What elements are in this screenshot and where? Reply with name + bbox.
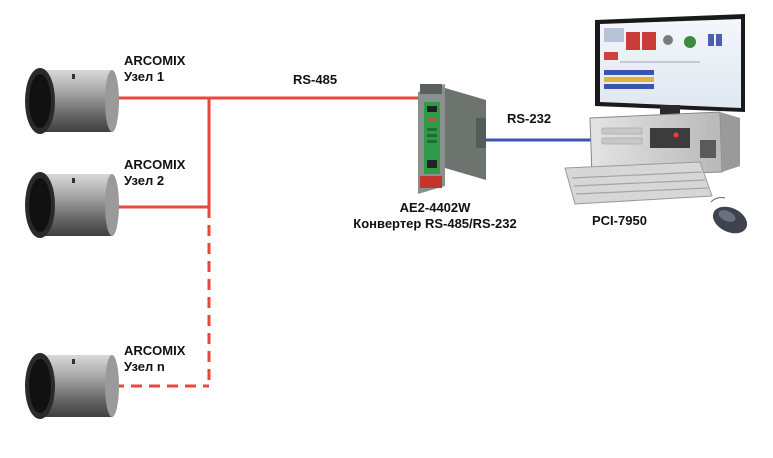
node-n-name: ARCOMIX [124,343,186,358]
converter-model: AE2-4402W [399,200,471,215]
rs485-label: RS-485 [293,72,338,87]
sensor-cylinder-icon [25,353,119,419]
node-n-label: ARCOMIX Узел n [124,343,185,375]
converter-desc: Конвертер RS-485/RS-232 [353,216,517,231]
desktop-computer-icon [589,14,745,177]
keyboard-icon [564,161,713,205]
node-2-sub: Узел 2 [124,173,165,188]
sensor-cylinder-icon [25,68,119,134]
computer-label: PCI-7950 [592,213,647,228]
node-1-name: ARCOMIX [124,53,186,68]
rs485-bus [113,96,424,388]
node-2-name: ARCOMIX [124,157,186,172]
din-rail-converter-icon [418,84,486,194]
converter-label: AE2-4402W Конвертер RS-485/RS-232 [330,200,540,232]
node-1-label: ARCOMIX Узел 1 [124,53,185,85]
mouse-icon [710,197,748,234]
node-n-sub: Узел n [124,359,165,374]
rs232-label: RS-232 [507,111,552,126]
node-1-sub: Узел 1 [124,69,165,84]
sensor-cylinder-icon [25,172,119,238]
node-2-label: ARCOMIX Узел 2 [124,157,185,189]
